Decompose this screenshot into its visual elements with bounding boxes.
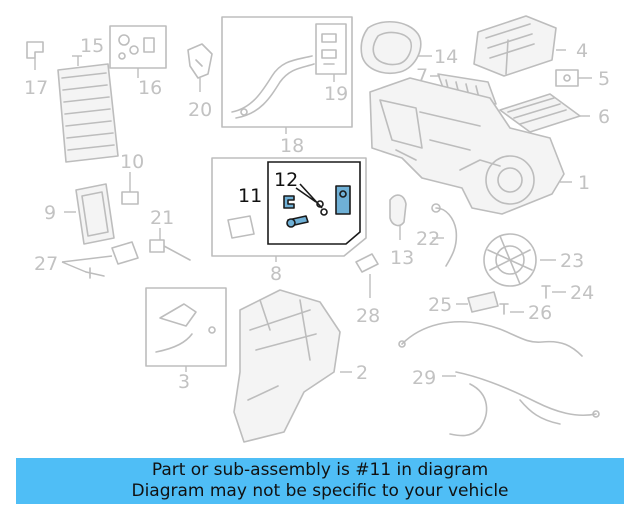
callout-26[interactable]: 26 bbox=[528, 302, 552, 324]
part-19: 19 bbox=[315, 23, 348, 105]
o-ring-icon bbox=[316, 200, 324, 208]
part-1: 1 bbox=[369, 77, 590, 215]
callout-24[interactable]: 24 bbox=[570, 282, 594, 304]
part-15: 15 bbox=[57, 35, 119, 163]
part-13: 13 bbox=[389, 194, 414, 269]
part-3: 3 bbox=[145, 287, 227, 393]
part-24: 24 bbox=[541, 282, 594, 304]
highlight-box: 11 12 bbox=[238, 161, 361, 245]
callout-19[interactable]: 19 bbox=[324, 83, 348, 105]
expansion-valve[interactable] bbox=[335, 185, 351, 215]
part-22: 22 bbox=[416, 203, 458, 267]
part-8: 8 bbox=[211, 157, 367, 285]
callout-13[interactable]: 13 bbox=[390, 247, 414, 269]
callout-12[interactable]: 12 bbox=[274, 169, 298, 191]
banner-line-2: Diagram may not be specific to your vehi… bbox=[131, 481, 509, 501]
callout-2[interactable]: 2 bbox=[356, 362, 368, 384]
part-23: 23 bbox=[483, 233, 584, 287]
callout-18[interactable]: 18 bbox=[280, 135, 304, 157]
callout-20[interactable]: 20 bbox=[188, 99, 212, 121]
part-2: 2 bbox=[233, 289, 368, 443]
callout-23[interactable]: 23 bbox=[560, 250, 584, 272]
part-5: 5 bbox=[555, 68, 610, 90]
callout-10[interactable]: 10 bbox=[120, 151, 144, 173]
callout-4[interactable]: 4 bbox=[576, 40, 588, 62]
callout-8[interactable]: 8 bbox=[270, 263, 282, 285]
part-26: 26 bbox=[499, 302, 552, 324]
callout-5[interactable]: 5 bbox=[598, 68, 610, 90]
part-17: 17 bbox=[24, 41, 48, 99]
callout-21[interactable]: 21 bbox=[150, 207, 174, 229]
part-27: 27 bbox=[34, 241, 139, 279]
callout-25[interactable]: 25 bbox=[428, 294, 452, 316]
part-9: 9 bbox=[44, 183, 115, 245]
part-29: 29 bbox=[398, 321, 600, 437]
callout-22[interactable]: 22 bbox=[416, 228, 440, 250]
callout-28[interactable]: 28 bbox=[356, 305, 380, 327]
callout-15[interactable]: 15 bbox=[80, 35, 104, 57]
part-20: 20 bbox=[187, 43, 213, 121]
callout-27[interactable]: 27 bbox=[34, 253, 58, 275]
part-16: 16 bbox=[109, 25, 167, 99]
callout-9[interactable]: 9 bbox=[44, 202, 56, 224]
callout-14[interactable]: 14 bbox=[434, 46, 458, 68]
o-ring-icon bbox=[320, 208, 328, 216]
part-6: 6 bbox=[499, 93, 610, 133]
callout-17[interactable]: 17 bbox=[24, 77, 48, 99]
part-25: 25 bbox=[428, 291, 499, 316]
info-banner: Part or sub-assembly is #11 in diagram D… bbox=[16, 458, 624, 504]
part-10: 10 bbox=[120, 151, 144, 205]
part-21: 21 bbox=[149, 207, 191, 261]
callout-11[interactable]: 11 bbox=[238, 185, 262, 207]
callout-6[interactable]: 6 bbox=[598, 106, 610, 128]
part-18: 18 bbox=[221, 16, 353, 157]
banner-line-1: Part or sub-assembly is #11 in diagram bbox=[151, 460, 489, 480]
callout-29[interactable]: 29 bbox=[412, 367, 436, 389]
part-11-clip[interactable] bbox=[283, 195, 295, 209]
callout-1[interactable]: 1 bbox=[578, 172, 590, 194]
callout-3[interactable]: 3 bbox=[178, 371, 190, 393]
callout-16[interactable]: 16 bbox=[138, 77, 162, 99]
part-4: 4 bbox=[473, 15, 588, 77]
part-28: 28 bbox=[355, 253, 380, 327]
part-14: 14 bbox=[360, 21, 458, 74]
